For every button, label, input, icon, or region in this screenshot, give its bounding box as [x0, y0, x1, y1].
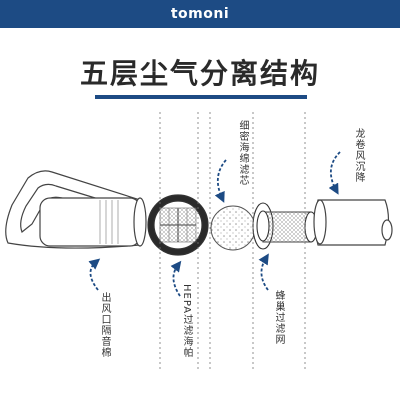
label-honeycomb-filter: 蜂巢过滤网: [273, 290, 284, 345]
title-underline: [95, 95, 307, 99]
hepa-filter-part: [147, 194, 209, 256]
label-hepa-filter: HEPA过滤海帕: [181, 284, 192, 359]
vacuum-handle-body: [5, 170, 147, 249]
label-cyclone: 龙卷风沉降: [353, 128, 364, 183]
honeycomb-filter-part: [252, 202, 318, 250]
page-title: 五层尘气分离结构: [79, 57, 320, 90]
label-sponge-filter: 细密海绵滤芯: [237, 120, 248, 186]
brand-logo: tomoni: [170, 6, 230, 22]
sponge-filter-part: [210, 205, 256, 251]
guide-lines: [159, 112, 306, 370]
top-brand-bar: tomoni: [0, 0, 400, 28]
pointer-arrows: [88, 151, 341, 297]
cyclone-part: [313, 199, 393, 246]
label-outlet-cotton: 出风口隔音棉: [99, 292, 110, 358]
